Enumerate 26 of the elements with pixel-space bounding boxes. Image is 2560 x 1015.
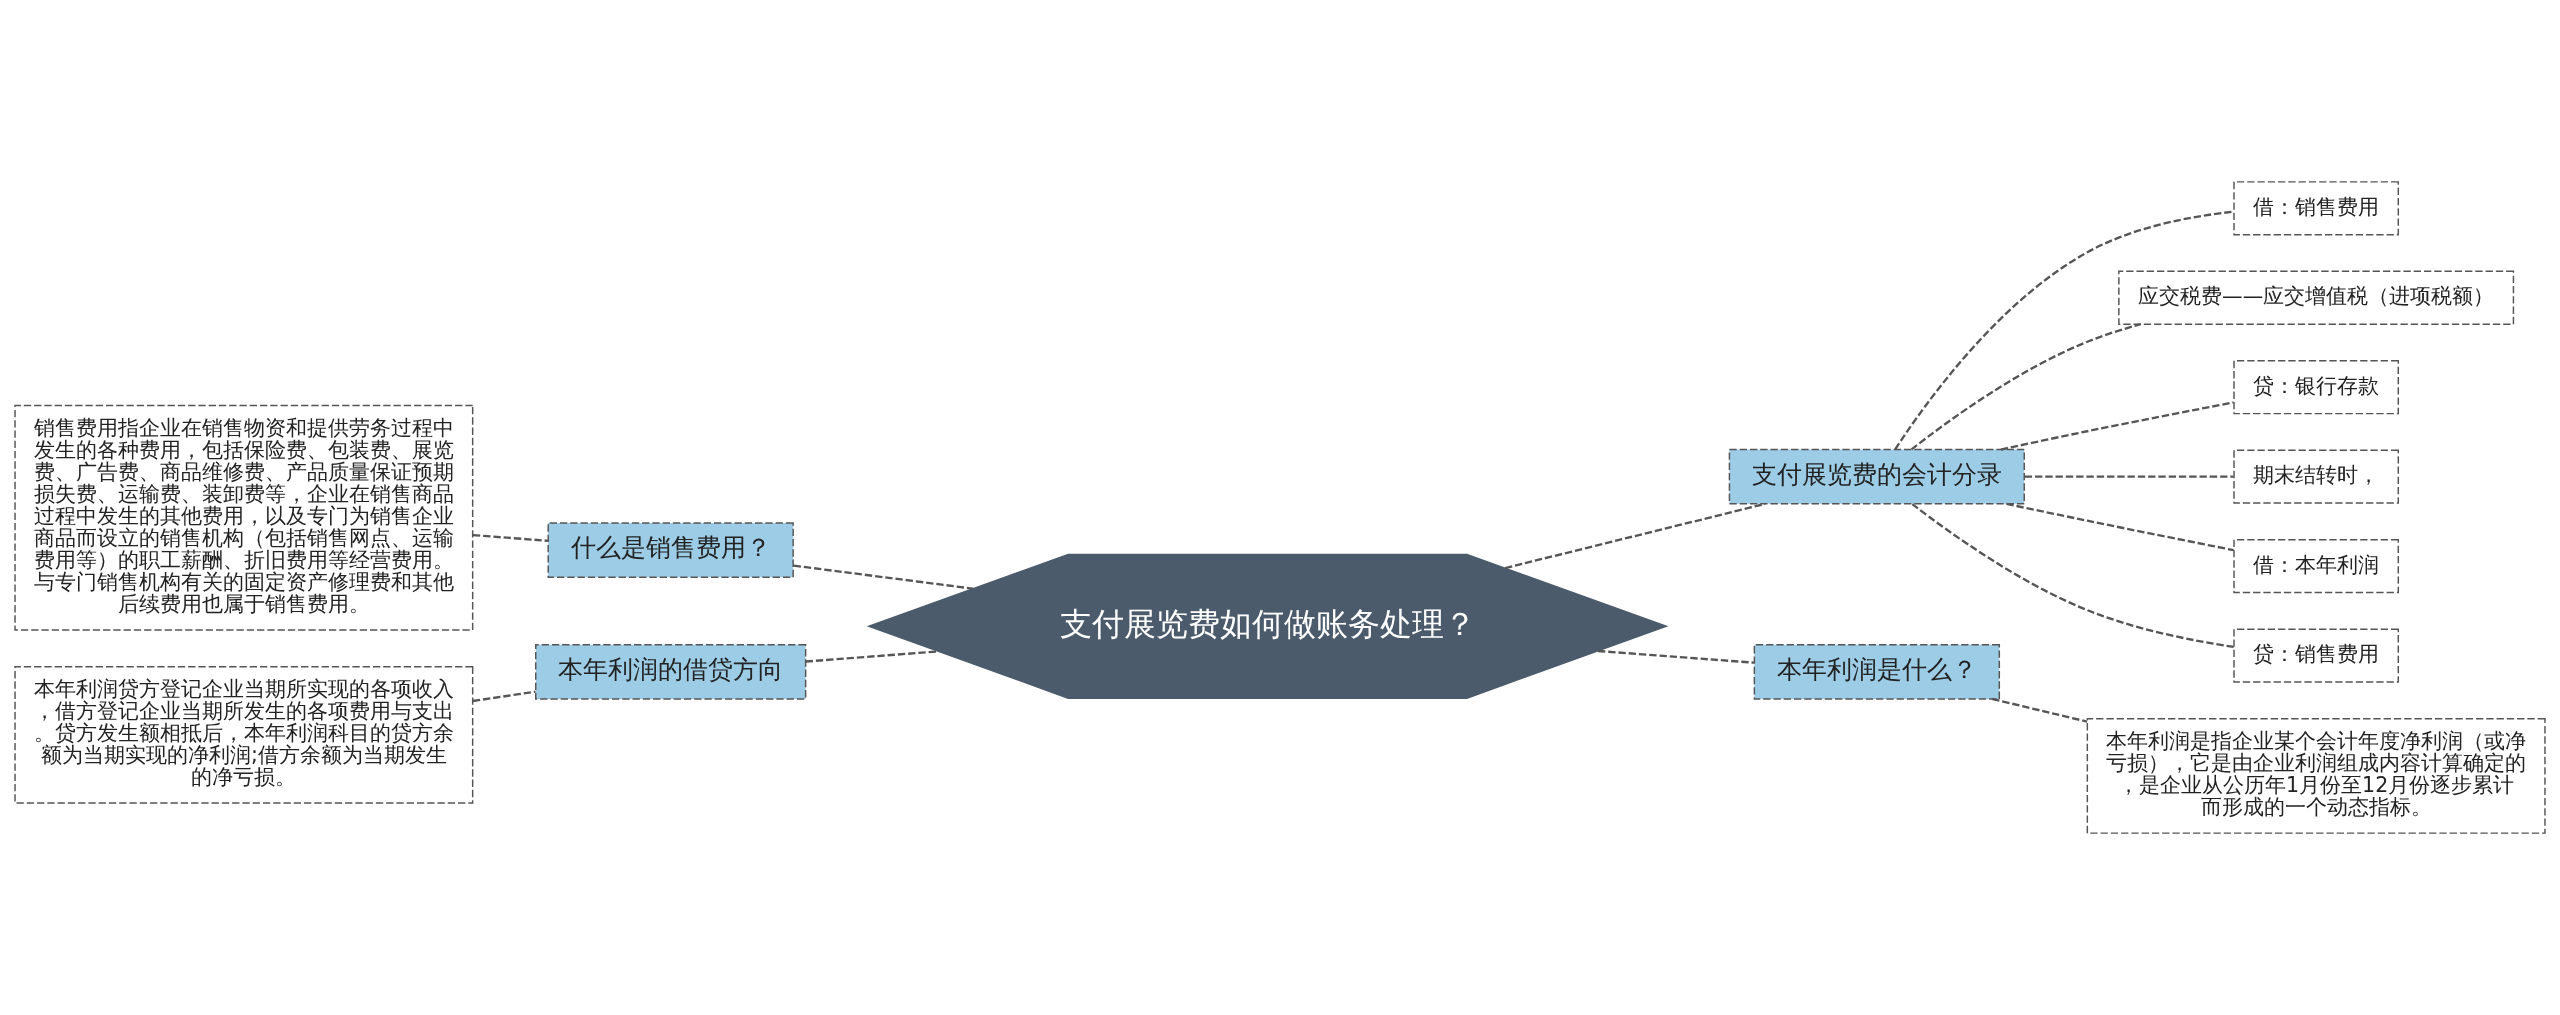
connector xyxy=(1910,323,2142,451)
node-box: 本年利润是什么？ xyxy=(1753,643,2001,700)
connector xyxy=(805,650,939,663)
node-box: 本年利润贷方登记企业当期所实现的各项收入，借方登记企业当期所发生的各项费用与支出。贷方发生额相抵后，本年利润科目的贷方余额为当期实现的净利润;借方余额为当期发生的净亏损。 xyxy=(14,665,474,804)
node-box: 什么是销售费用？ xyxy=(547,522,794,578)
node-box: 应交税费——应交增值税（进项税额） xyxy=(2118,270,2515,325)
connector xyxy=(1894,210,2234,451)
node-box: 支付展览费的会计分录 xyxy=(1728,448,2025,505)
connector xyxy=(2024,475,2234,478)
connector xyxy=(472,690,536,703)
node-box: 本年利润的借贷方向 xyxy=(535,643,807,700)
node-box: 期末结转时， xyxy=(2233,449,2400,504)
node-box: 销售费用指企业在销售物资和提供劳务过程中发生的各种费用，包括保险费、包装费、展览费、广告费、商品维修费、产品质量保证预期损失费、运输费、装卸费等，企业在销售商品过程中发生的其他费用，以及专门为销售企业商品而设立的销售机构（包括销售网点、运输费用等）的职工薪酬、折旧费用等经营费用。与专门销售机构有关的固定资产修理费和其他后续费用也属于销售费用。 xyxy=(14,404,474,631)
connector xyxy=(472,533,549,542)
connector xyxy=(793,564,974,590)
connector xyxy=(1911,503,2234,649)
connector xyxy=(2000,401,2234,451)
node-box: 贷：银行存款 xyxy=(2233,360,2400,415)
node-box: 借：销售费用 xyxy=(2233,181,2400,236)
node-box: 本年利润是指企业某个会计年度净利润（或净亏损），它是由企业利润组成内容计算确定的，是企业从公历年1月份至12月份逐步累计而形成的一个动态指标。 xyxy=(2086,718,2546,834)
connector xyxy=(1504,502,1766,570)
connector xyxy=(2006,502,2234,552)
node-box: 贷：销售费用 xyxy=(2233,628,2400,683)
connector xyxy=(1992,697,2088,723)
node-box: 借：本年利润 xyxy=(2233,539,2400,594)
connector xyxy=(1597,649,1754,664)
